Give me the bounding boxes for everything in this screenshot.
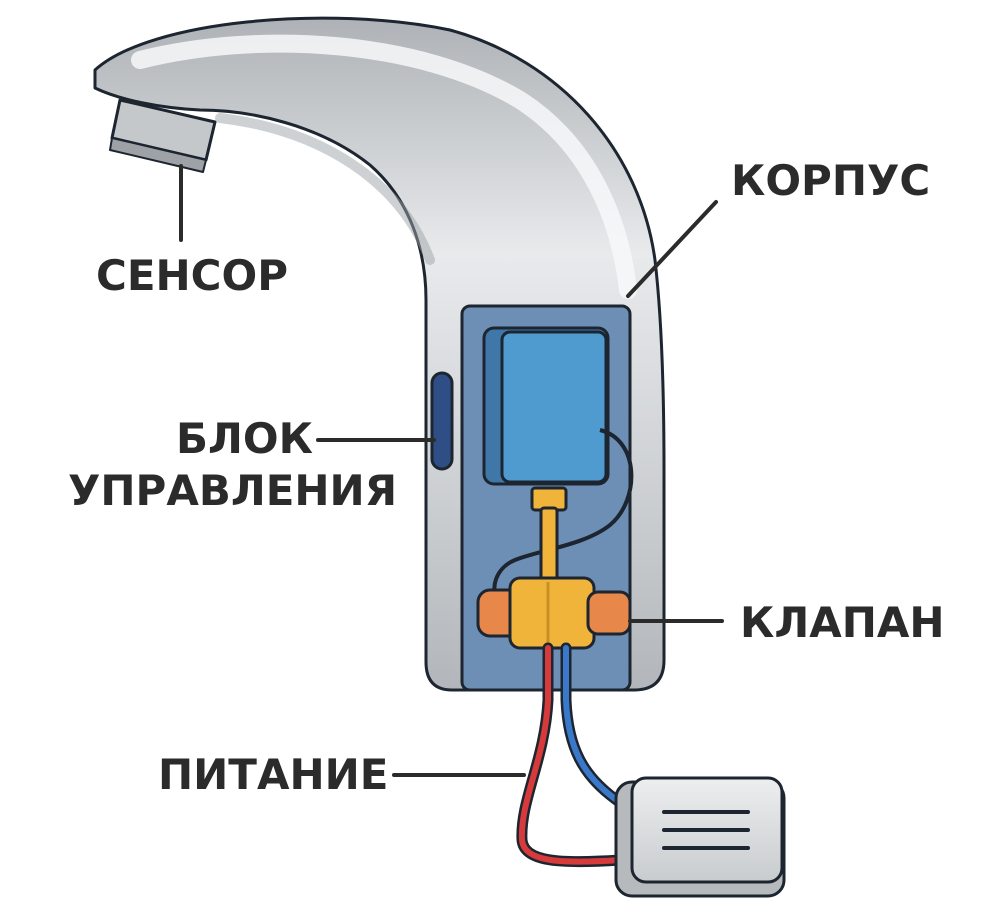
spout-highlight xyxy=(131,34,637,299)
label-valve: КЛАПАН xyxy=(740,598,945,647)
leader-lines xyxy=(179,164,724,777)
control-module xyxy=(500,330,608,484)
battery-box xyxy=(614,776,786,898)
sensor-nozzle xyxy=(109,98,217,173)
valve xyxy=(476,576,632,650)
valve-body xyxy=(508,576,596,650)
leader-body xyxy=(626,200,718,298)
label-sensor: СЕНСОР xyxy=(96,251,288,300)
valve-right-cap xyxy=(586,590,632,636)
sensor-window xyxy=(430,371,454,471)
control-wire xyxy=(492,428,634,602)
label-control-line2: УПРАВЛЕНИЯ xyxy=(68,466,397,515)
spout-shadow-stripe xyxy=(215,113,435,265)
label-control-line1: БЛОК xyxy=(176,414,313,463)
valve-stem-pipe xyxy=(539,506,559,582)
label-power: ПИТАНИЕ xyxy=(158,750,388,799)
label-body: КОРПУС xyxy=(731,156,930,205)
